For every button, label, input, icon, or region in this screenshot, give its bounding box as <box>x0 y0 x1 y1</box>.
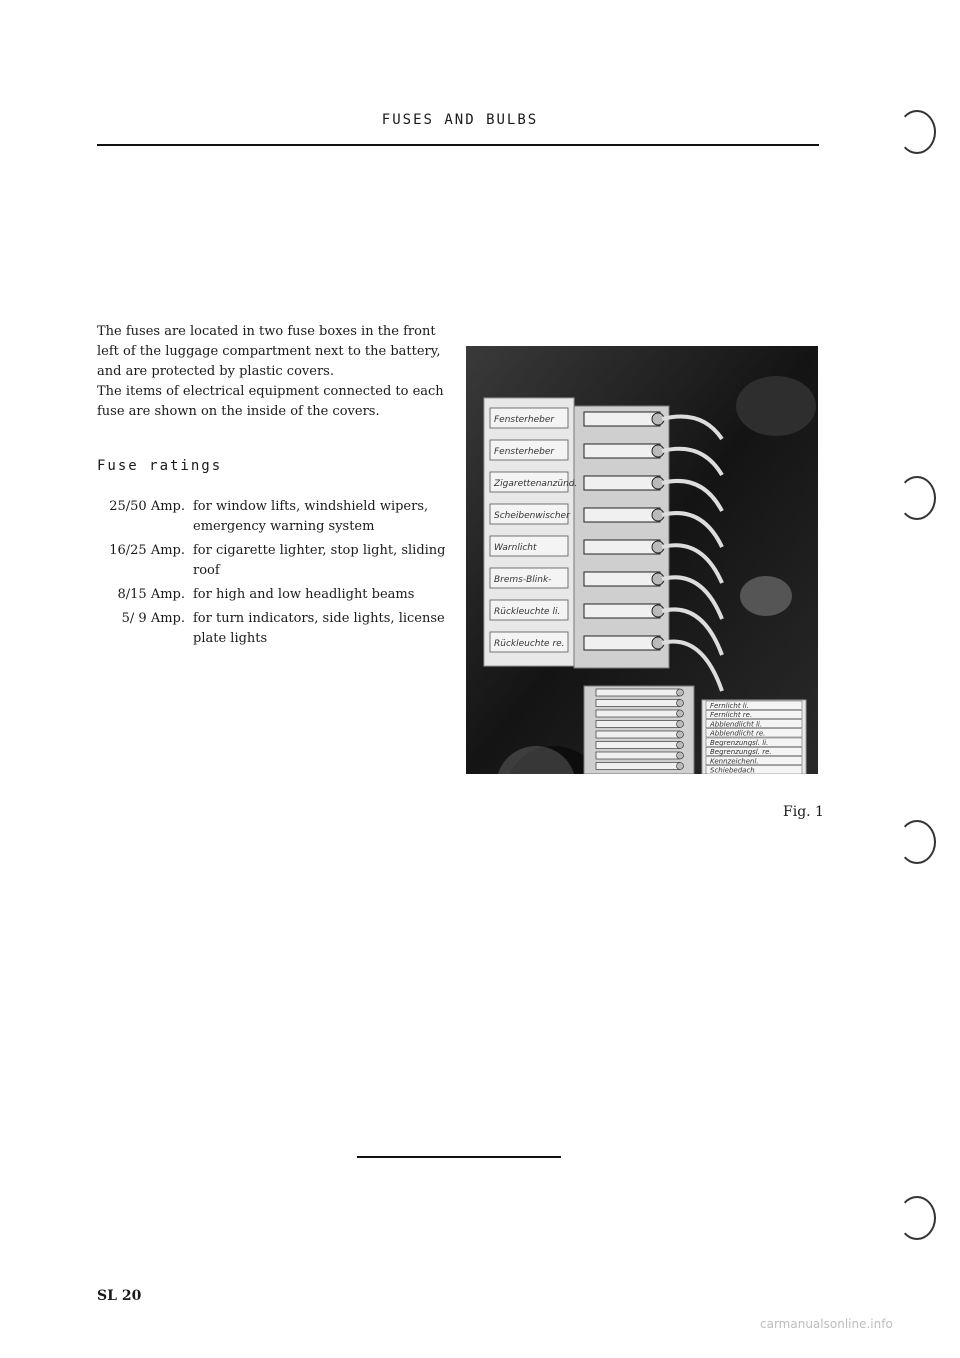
fuse-rating-desc: for turn indicators, side lights, licens… <box>193 611 445 646</box>
fuse-label-box <box>489 535 569 557</box>
fuse-screw-icon <box>676 709 684 718</box>
fuse-label-box <box>705 719 803 728</box>
fuse <box>583 443 661 459</box>
wire <box>661 639 724 692</box>
fuse <box>583 603 661 619</box>
fuse-label-text: Brems-Blink- <box>494 575 551 585</box>
header-rule <box>97 144 819 146</box>
fuse-rating-row: 25/50 Amp. for window lifts, windshield … <box>97 497 457 537</box>
fuse-label-box <box>705 737 803 747</box>
fuse-label-text: Fensterheber <box>494 447 555 457</box>
fuse-label-box <box>489 407 569 429</box>
fuse-label-box <box>705 710 803 719</box>
fuse-label-text: Begrenzungsl. li. <box>710 739 768 747</box>
fuse-rating-row: 8/15 Amp. for high and low headlight bea… <box>97 585 457 605</box>
page-id: SL 20 <box>97 1288 142 1304</box>
fuse-label-text: Schiebedach <box>710 767 755 775</box>
fuse <box>583 635 661 651</box>
fuse-label-box <box>489 439 569 461</box>
intro-text: The fuses are located in two fuse boxes … <box>97 322 457 422</box>
fuse-label-text: Begrenzungsl. re. <box>710 748 772 756</box>
fuse <box>583 411 661 427</box>
wire <box>661 478 724 512</box>
fuse-label-text: Fernlicht li. <box>710 702 749 710</box>
footer-rule <box>357 1156 561 1158</box>
wire <box>661 511 724 548</box>
fuse-rating-desc: for high and low headlight beams <box>193 587 415 602</box>
fuse-label-box <box>489 567 569 589</box>
fuse-label-text: Abblendlicht re. <box>709 730 765 738</box>
fuse-screw-icon <box>676 741 684 749</box>
fuse-rating-amp: 16/25 Amp. <box>109 543 185 558</box>
fuse-ratings-heading: Fuse ratings <box>97 458 223 474</box>
fuse <box>595 688 681 697</box>
right-fuse-cover-labels: Fernlicht li.Fernlicht re.Abblendlicht l… <box>705 700 803 775</box>
left-fuse-row <box>583 411 724 692</box>
fuse-rating-desc: for cigarette lighter, stop light, slidi… <box>193 543 446 578</box>
fuse-label-text: Fensterheber <box>494 415 555 425</box>
fuse <box>595 720 681 728</box>
wire <box>661 607 724 656</box>
fuse-label-box <box>489 471 569 493</box>
fuse-label-text: Fernlicht re. <box>710 711 752 719</box>
fuse-ratings-list: 25/50 Amp. for window lifts, windshield … <box>97 497 457 653</box>
figure-caption: Fig. 1 <box>783 804 824 820</box>
fuse-rating-amp: 25/50 Amp. <box>109 499 185 514</box>
intro-paragraph-2: The items of electrical equipment connec… <box>97 384 444 419</box>
fuse <box>595 709 681 718</box>
fuse-label-box <box>489 599 569 621</box>
fuse-label-box <box>489 503 569 525</box>
watermark: carmanualsonline.info <box>760 1317 893 1331</box>
fuse <box>595 751 681 760</box>
fuse <box>583 539 661 555</box>
binder-hole-icon <box>898 1196 936 1240</box>
fuse-screw-icon <box>676 730 684 739</box>
fuse-box-illustration: FensterheberFensterheberZigarettenanzünd… <box>466 346 818 774</box>
fuse-rating-amp: 8/15 Amp. <box>117 587 186 602</box>
fuse-label-box <box>705 765 803 774</box>
fuse-label-text: Rückleuchte li. <box>494 607 560 617</box>
fuse-label-box <box>705 747 803 756</box>
fuse-label-box <box>705 700 803 710</box>
fuse-rating-row: 16/25 Amp. for cigarette lighter, stop l… <box>97 541 457 581</box>
fuse-screw-icon <box>676 688 684 697</box>
fuse <box>595 741 681 749</box>
fuse-label-text: Warnlicht <box>494 543 537 553</box>
fuse-label-text: Rückleuchte re. <box>494 639 565 649</box>
wire <box>661 414 724 441</box>
binder-hole-icon <box>898 110 936 154</box>
fuse-label-box <box>705 728 803 738</box>
fuse-screw-icon <box>676 762 684 770</box>
wire <box>661 446 724 477</box>
wire <box>661 543 724 584</box>
fuse-label-box <box>705 756 803 765</box>
right-fuse-row <box>595 688 684 770</box>
fuse-label-text: Abblendlicht li. <box>709 720 762 728</box>
fuse-rating-desc: for window lifts, windshield wipers, eme… <box>193 499 429 534</box>
fuse <box>595 730 681 739</box>
fuse-screw-icon <box>676 751 684 760</box>
page-title: FUSES AND BULBS <box>381 112 539 128</box>
fuse <box>583 507 661 523</box>
fuse-label-box <box>489 631 569 653</box>
wire <box>661 575 724 620</box>
fuse <box>583 571 661 587</box>
fuse-screw-icon <box>676 699 684 707</box>
fuse-rating-amp: 5/ 9 Amp. <box>121 611 185 626</box>
fuse <box>595 762 681 770</box>
fuse-screw-icon <box>676 720 684 728</box>
fuse-label-text: Zigarettenanzünd. <box>493 479 577 489</box>
fuse-label-text: Kennzeichenl. <box>710 757 759 765</box>
binder-hole-icon <box>898 820 936 864</box>
fuse <box>583 475 661 491</box>
fuse-rating-row: 5/ 9 Amp. for turn indicators, side ligh… <box>97 609 457 649</box>
fuse-label-text: Scheibenwischer <box>494 511 571 521</box>
left-fuse-cover-labels: FensterheberFensterheberZigarettenanzünd… <box>489 407 577 653</box>
fuse <box>595 699 681 707</box>
binder-hole-icon <box>898 476 936 520</box>
intro-paragraph-1: The fuses are located in two fuse boxes … <box>97 324 441 379</box>
